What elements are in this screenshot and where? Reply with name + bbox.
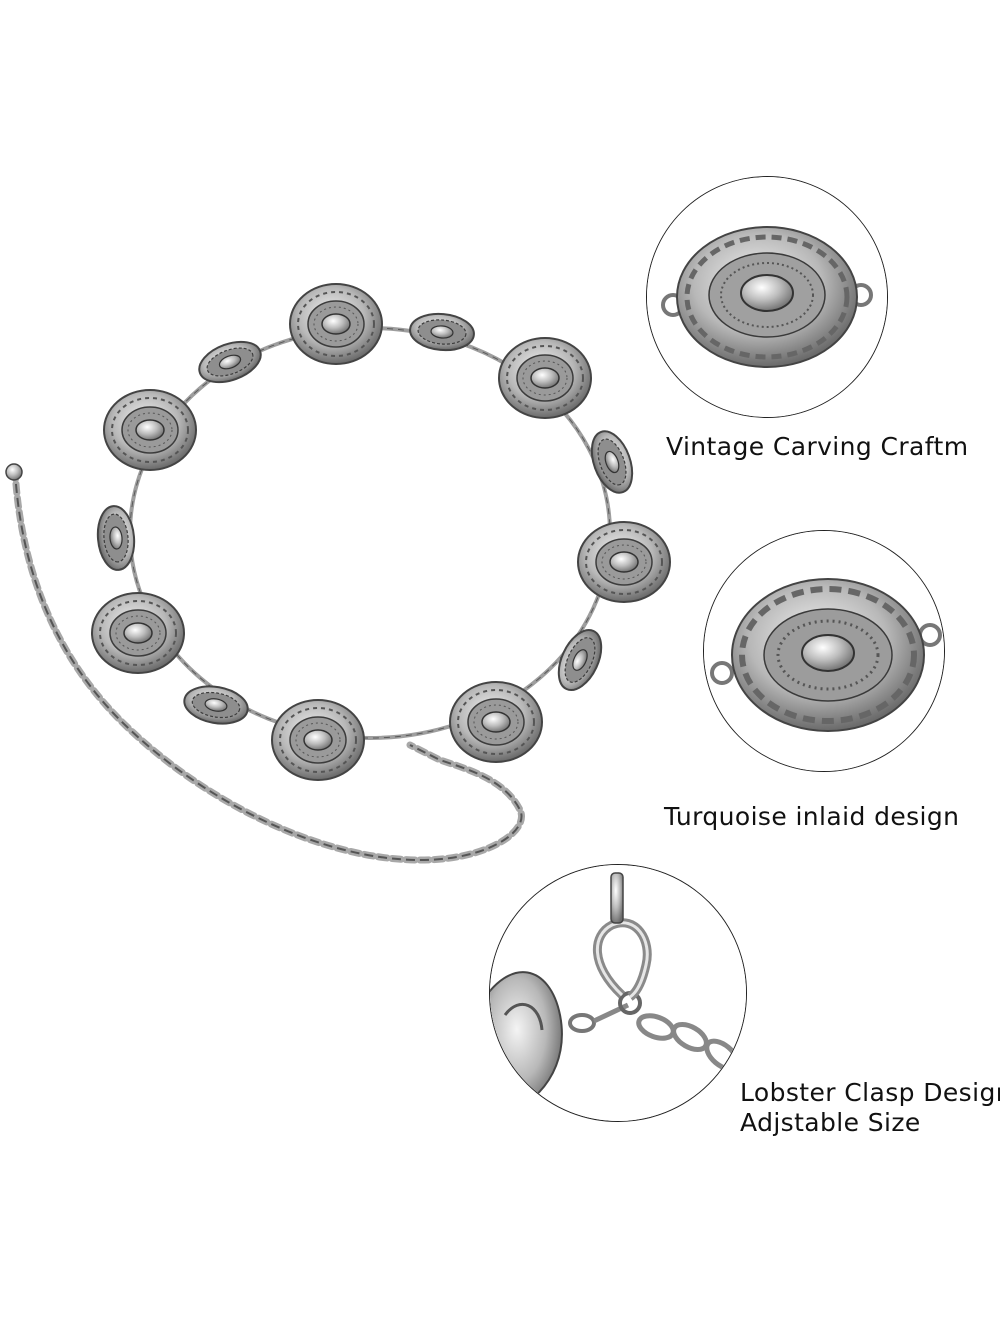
large-concho [103,389,197,471]
large-concho [271,699,365,781]
detail-circle-inlaid [703,530,945,772]
small-concho [407,310,477,354]
large-concho [449,681,543,763]
caption-clasp-line2: Adjstable Size [740,1108,921,1137]
caption-carving: Vintage Carving Craftm [666,432,969,461]
large-concho [91,592,185,674]
detail-circle-carving [646,176,888,418]
caption-clasp-line1: Lobster Clasp Design [740,1078,1000,1107]
detail-circle-clasp [489,864,747,1122]
large-concho [577,521,671,603]
small-concho [192,333,268,391]
large-concho [498,337,592,419]
small-concho [180,680,252,730]
small-concho [583,424,641,500]
large-concho [289,283,383,365]
caption-inlaid: Turquoise inlaid design [664,802,960,831]
